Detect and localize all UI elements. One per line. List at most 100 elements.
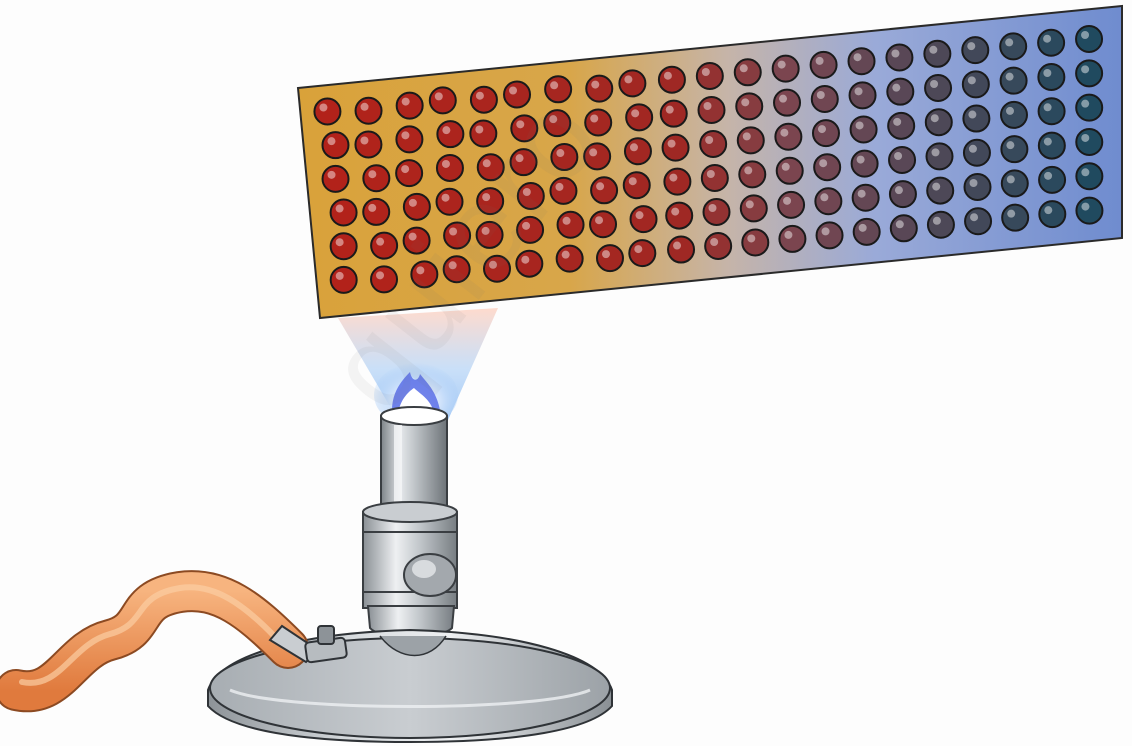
particle [666, 203, 692, 229]
particle [597, 245, 623, 271]
particle [925, 75, 951, 101]
particle [396, 126, 422, 152]
particle [544, 110, 570, 136]
particle [430, 87, 456, 113]
particle-highlight [671, 208, 679, 216]
particle-highlight [743, 132, 751, 140]
particle [470, 121, 496, 147]
particle [965, 174, 991, 200]
particle [411, 261, 437, 287]
particle [889, 147, 915, 173]
particle-highlight [596, 182, 604, 190]
particle [363, 199, 389, 225]
particle-highlight [1081, 134, 1089, 142]
particle-highlight [747, 234, 755, 242]
particle-highlight [634, 245, 642, 253]
particle-highlight [336, 205, 344, 213]
particle [331, 233, 357, 259]
particle [624, 172, 650, 198]
particle [1000, 33, 1026, 59]
particle [890, 181, 916, 207]
particle-highlight [602, 250, 610, 258]
particle-highlight [932, 183, 940, 191]
particle-highlight [893, 118, 901, 126]
particle-highlight [779, 95, 787, 103]
particle-highlight [1081, 100, 1089, 108]
particle [779, 226, 805, 252]
particle-highlight [402, 98, 410, 106]
particle-highlight [859, 224, 867, 232]
particle-highlight [435, 92, 443, 100]
particle [504, 81, 530, 107]
particle [854, 219, 880, 245]
particle-highlight [523, 188, 531, 196]
particle-highlight [746, 200, 754, 208]
particle-highlight [1007, 175, 1015, 183]
particle-highlight [818, 125, 826, 133]
particle [1002, 170, 1028, 196]
particle-highlight [327, 137, 335, 145]
particle-highlight [549, 115, 557, 123]
particle-highlight [361, 103, 369, 111]
particle [924, 41, 950, 67]
particle [1002, 205, 1028, 231]
particle-highlight [933, 217, 941, 225]
particle-highlight [709, 204, 717, 212]
particle [471, 87, 497, 113]
particle-highlight [892, 84, 900, 92]
particle-highlight [741, 98, 749, 106]
particle-highlight [780, 129, 788, 137]
particle-highlight [319, 103, 327, 111]
particle-highlight [482, 193, 490, 201]
particle-highlight [595, 216, 603, 224]
particle-highlight [969, 145, 977, 153]
particle [444, 256, 470, 282]
particle-highlight [1081, 31, 1089, 39]
particle-highlight [1044, 206, 1052, 214]
particle [742, 229, 768, 255]
particle-highlight [442, 194, 450, 202]
particle-highlight [1006, 73, 1014, 81]
particle [355, 132, 381, 158]
particle-highlight [516, 120, 524, 128]
particle-highlight [816, 57, 824, 65]
particle [477, 222, 503, 248]
air-collar [363, 502, 457, 608]
particle [1001, 68, 1027, 94]
metal-bar [298, 6, 1122, 318]
particle [774, 90, 800, 116]
particle [371, 233, 397, 259]
particle-highlight [705, 136, 713, 144]
particle-highlight [783, 197, 791, 205]
particle [517, 217, 543, 243]
particle-highlight [1005, 38, 1013, 46]
particle [1001, 102, 1027, 128]
particle-highlight [401, 131, 409, 139]
particle [1076, 26, 1102, 52]
particle-highlight [562, 251, 570, 259]
particle [850, 82, 876, 108]
particle [817, 222, 843, 248]
particle-highlight [819, 159, 827, 167]
particle-highlight [929, 46, 937, 54]
particle-highlight [360, 137, 368, 145]
particle-highlight [482, 227, 490, 235]
particle-highlight [970, 179, 978, 187]
particle [484, 256, 510, 282]
particle [736, 93, 762, 119]
particle-highlight [931, 114, 939, 122]
particle [813, 120, 839, 146]
particle [852, 151, 878, 177]
particle [668, 237, 694, 263]
particle [853, 185, 879, 211]
particle-highlight [930, 80, 938, 88]
particle [590, 211, 616, 237]
particle [516, 251, 542, 277]
particle [1039, 201, 1065, 227]
particle-highlight [967, 42, 975, 50]
particle [558, 212, 584, 238]
particle-highlight [556, 149, 564, 157]
particle [1076, 163, 1102, 189]
